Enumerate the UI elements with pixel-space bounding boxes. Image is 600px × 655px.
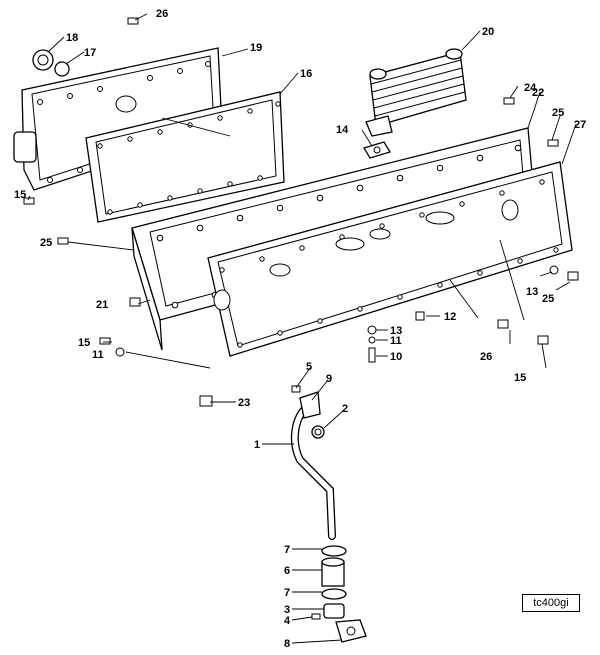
clamp-7-upper — [321, 545, 347, 557]
callout-25-left: 25 — [40, 237, 52, 249]
callout-8: 8 — [284, 638, 290, 650]
bolts — [23, 17, 579, 407]
plug-18 — [32, 49, 54, 71]
gasket-14 — [363, 141, 391, 159]
callout-9: 9 — [326, 373, 332, 385]
callout-7-upper: 7 — [284, 544, 290, 556]
callout-25-bottom: 25 — [542, 293, 554, 305]
callout-3: 3 — [284, 604, 290, 616]
gasket-16 — [85, 91, 285, 223]
callout-2: 2 — [342, 403, 348, 415]
callout-23: 23 — [238, 397, 250, 409]
figure-reference-code: tc400gi — [522, 594, 580, 612]
oil-cooler-20 — [365, 48, 467, 137]
callout-26-bottom: 26 — [480, 351, 492, 363]
callout-25-right: 25 — [552, 107, 564, 119]
callout-21: 21 — [96, 299, 108, 311]
callout-11-left: 11 — [92, 349, 104, 361]
callout-17: 17 — [84, 47, 96, 59]
callout-13-right: 13 — [526, 286, 538, 298]
rear-cover-19 — [13, 47, 223, 191]
elbow-fitting-3 — [311, 603, 367, 643]
hose-6 — [321, 557, 345, 587]
callout-19: 19 — [250, 42, 262, 54]
callout-20: 20 — [482, 26, 494, 38]
callout-26-top: 26 — [156, 8, 168, 20]
callout-labels: 26 18 17 19 20 16 24 22 25 27 14 15 25 2… — [14, 8, 586, 650]
front-gasket-27 — [207, 161, 573, 357]
callout-15-right: 15 — [514, 372, 526, 384]
callout-4: 4 — [284, 615, 291, 627]
callout-10: 10 — [390, 351, 402, 363]
callout-7-lower: 7 — [284, 587, 290, 599]
clamp-7-lower — [321, 588, 347, 600]
callout-14: 14 — [336, 124, 349, 136]
callout-12: 12 — [444, 311, 456, 323]
callout-18: 18 — [66, 32, 78, 44]
callout-13-mid: 13 — [390, 325, 402, 337]
callout-22: 22 — [532, 87, 544, 99]
seal-17 — [54, 61, 70, 77]
callout-24: 24 — [524, 82, 537, 94]
callout-15-mid: 15 — [78, 337, 90, 349]
leader-lines — [27, 13, 577, 644]
callout-5: 5 — [306, 361, 312, 373]
callout-6: 6 — [284, 565, 290, 577]
tube-assembly-1 — [290, 391, 336, 540]
callout-1: 1 — [254, 439, 260, 451]
callout-16: 16 — [300, 68, 312, 80]
callout-15-left: 15 — [14, 189, 26, 201]
callout-27: 27 — [574, 119, 586, 131]
callout-11-mid: 11 — [390, 335, 402, 347]
